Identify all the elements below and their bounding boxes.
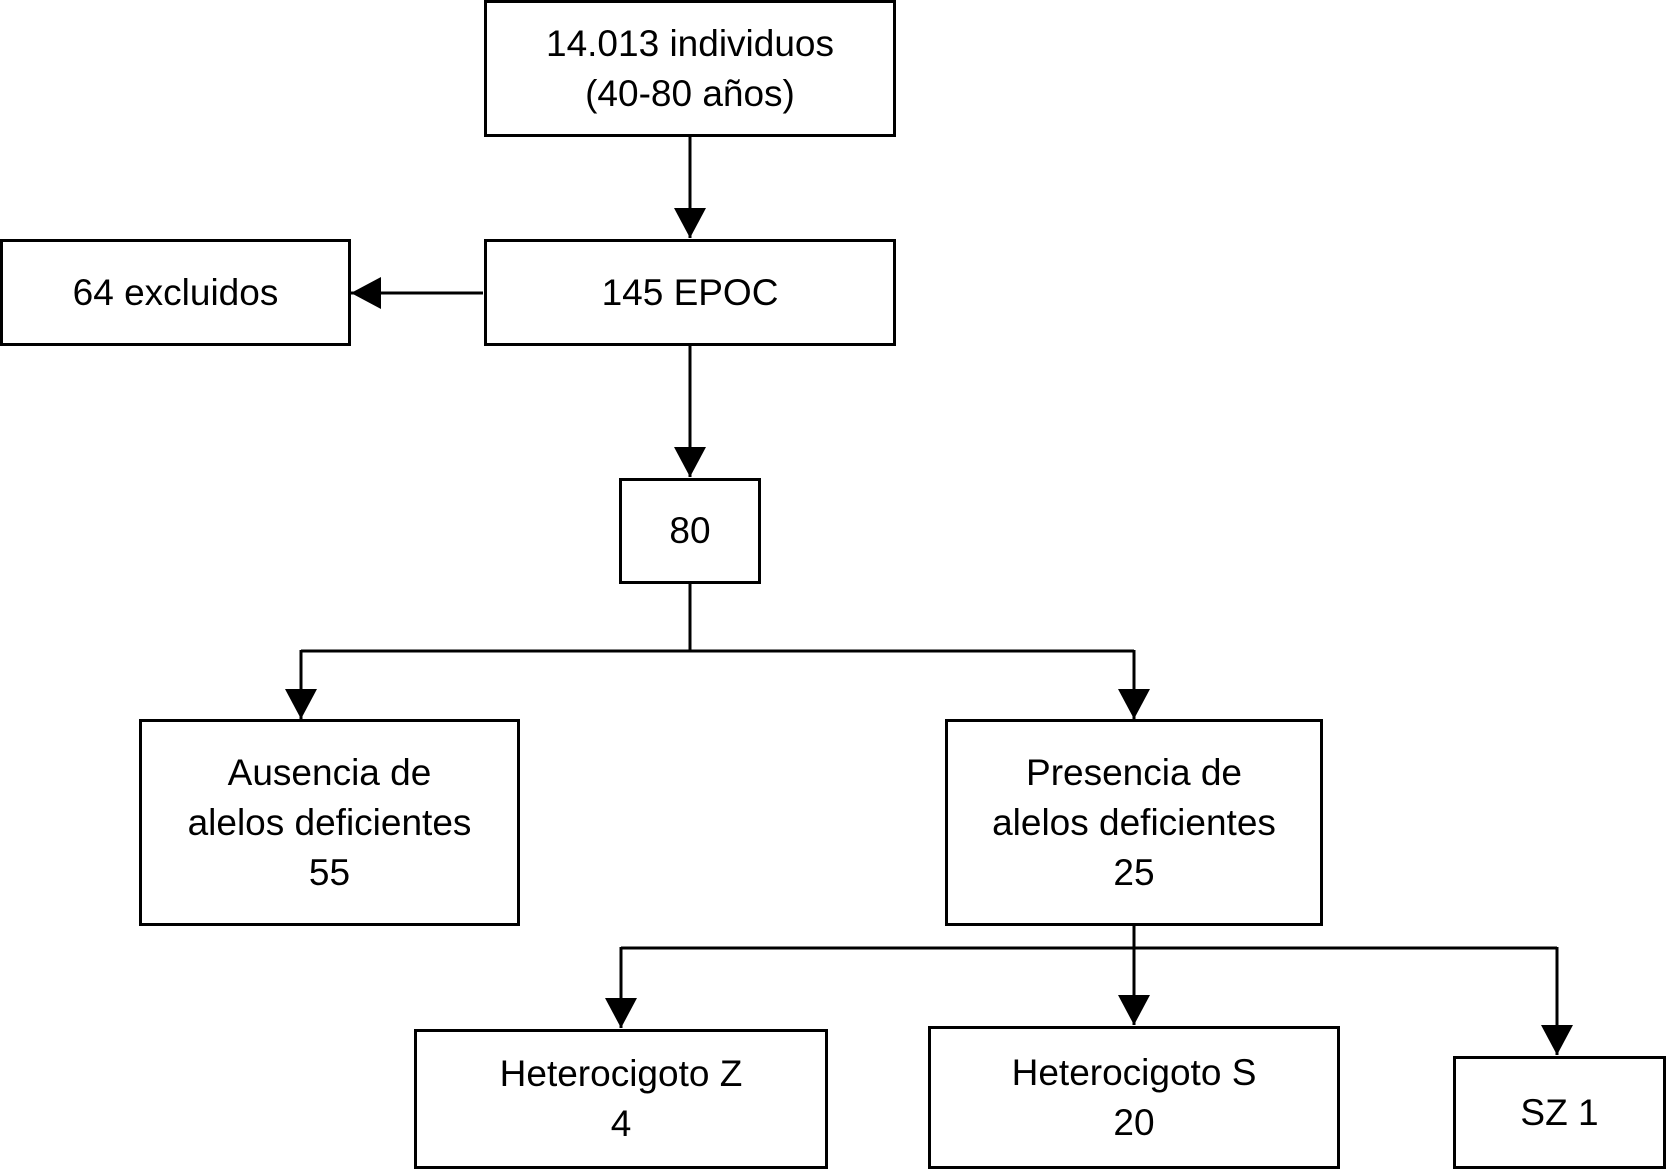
absence-title-line2: alelos deficientes (187, 801, 472, 843)
total-individuals-label: 14.013 individuos (546, 22, 834, 64)
copd-label: 145 EPOC (601, 271, 779, 313)
excluded-label: 64 excluidos (72, 271, 279, 313)
heterozygote-s-label: Heterocigoto S (1011, 1051, 1257, 1093)
sz-box: SZ 1 (1453, 1056, 1666, 1169)
sz-label: SZ 1 (1520, 1091, 1599, 1133)
heterozygote-s-count: 20 (1113, 1101, 1155, 1143)
heterozygote-z-box: Heterocigoto Z 4 (414, 1029, 828, 1169)
heterozygote-z-label: Heterocigoto Z (499, 1053, 743, 1094)
presence-title-line2: alelos deficientes (992, 801, 1276, 843)
presence-title-line1: Presencia de (1026, 751, 1242, 793)
heterozygote-s-box: Heterocigoto S 20 (928, 1026, 1340, 1169)
total-age-range-label: (40-80 años) (585, 72, 795, 114)
analyzed-label: 80 (669, 510, 711, 551)
presence-count: 25 (1113, 851, 1155, 893)
copd-box: 145 EPOC (484, 239, 896, 346)
analyzed-box: 80 (619, 478, 761, 584)
presence-deficient-alleles-box: Presencia de alelos deficientes 25 (945, 719, 1323, 926)
absence-deficient-alleles-box: Ausencia de alelos deficientes 55 (139, 719, 520, 926)
heterozygote-z-count: 4 (610, 1103, 632, 1144)
absence-title-line1: Ausencia de (227, 751, 432, 793)
total-individuals-box: 14.013 individuos (40-80 años) (484, 0, 896, 137)
excluded-box: 64 excluidos (0, 239, 351, 346)
absence-count: 55 (308, 851, 351, 893)
